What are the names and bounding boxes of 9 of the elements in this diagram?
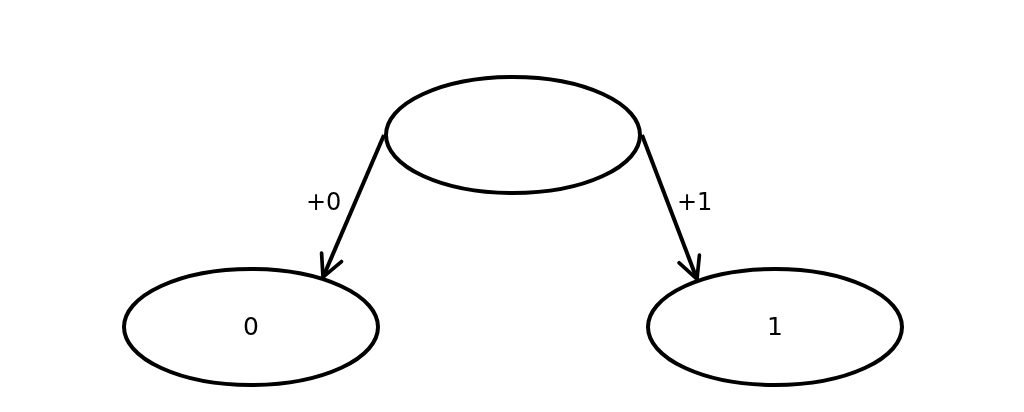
ellipse-node (384, 75, 642, 195)
edge-label: +0 (306, 190, 342, 214)
edge-label: +1 (677, 190, 713, 214)
arrow (640, 134, 702, 282)
arrow (319, 134, 386, 280)
node-label: 1 (767, 313, 783, 341)
node-label: 0 (243, 313, 259, 341)
ellipse-node (646, 267, 904, 387)
ellipse-node (122, 267, 380, 387)
